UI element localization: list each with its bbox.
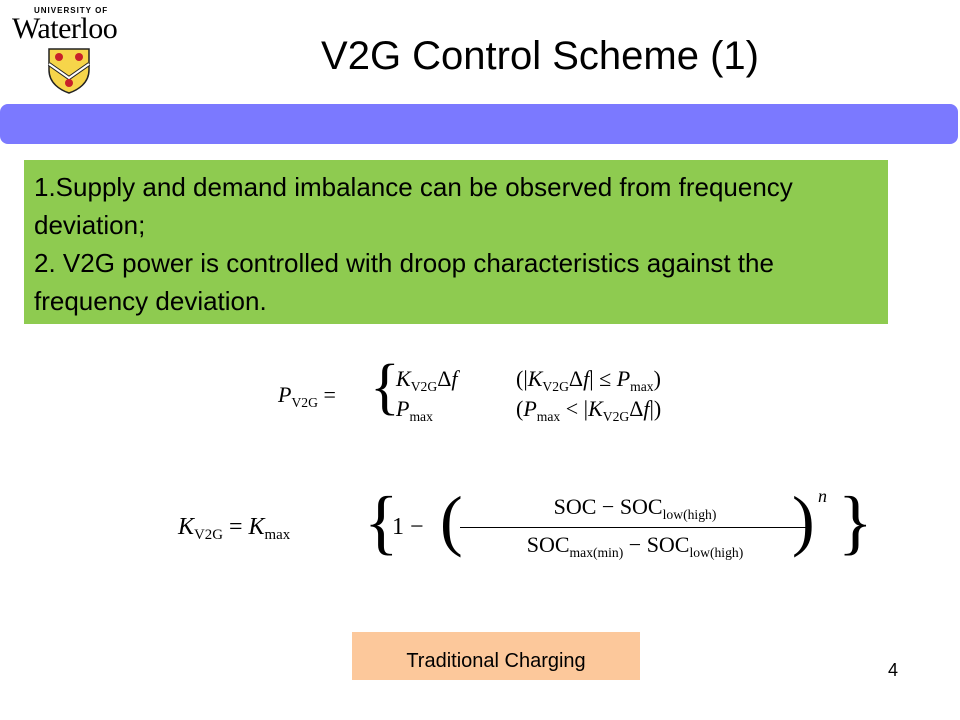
logo-name: Waterloo xyxy=(12,12,118,45)
slide-title: V2G Control Scheme (1) xyxy=(321,34,759,78)
points-box: 1.Supply and demand imbalance can be obs… xyxy=(24,160,888,324)
traditional-charging-button[interactable]: Traditional Charging xyxy=(352,632,640,680)
point-1: 1.Supply and demand imbalance can be obs… xyxy=(34,172,793,240)
logo-university-label: UNIVERSITY OF xyxy=(34,6,109,15)
crest-icon xyxy=(48,48,90,94)
page-number: 4 xyxy=(888,660,899,680)
equation-p-v2g: PV2G = { KV2GΔf (|KV2GΔf| ≤ Pmax) Pmax (… xyxy=(278,353,662,424)
title-band xyxy=(0,104,958,144)
university-logo: UNIVERSITY OF Waterloo xyxy=(10,4,128,96)
equation-k-v2g: KV2G = Kmax { 1 − ( SOC − SOClow(high) S… xyxy=(178,482,873,562)
point-2: 2. V2G power is controlled with droop ch… xyxy=(34,248,774,316)
